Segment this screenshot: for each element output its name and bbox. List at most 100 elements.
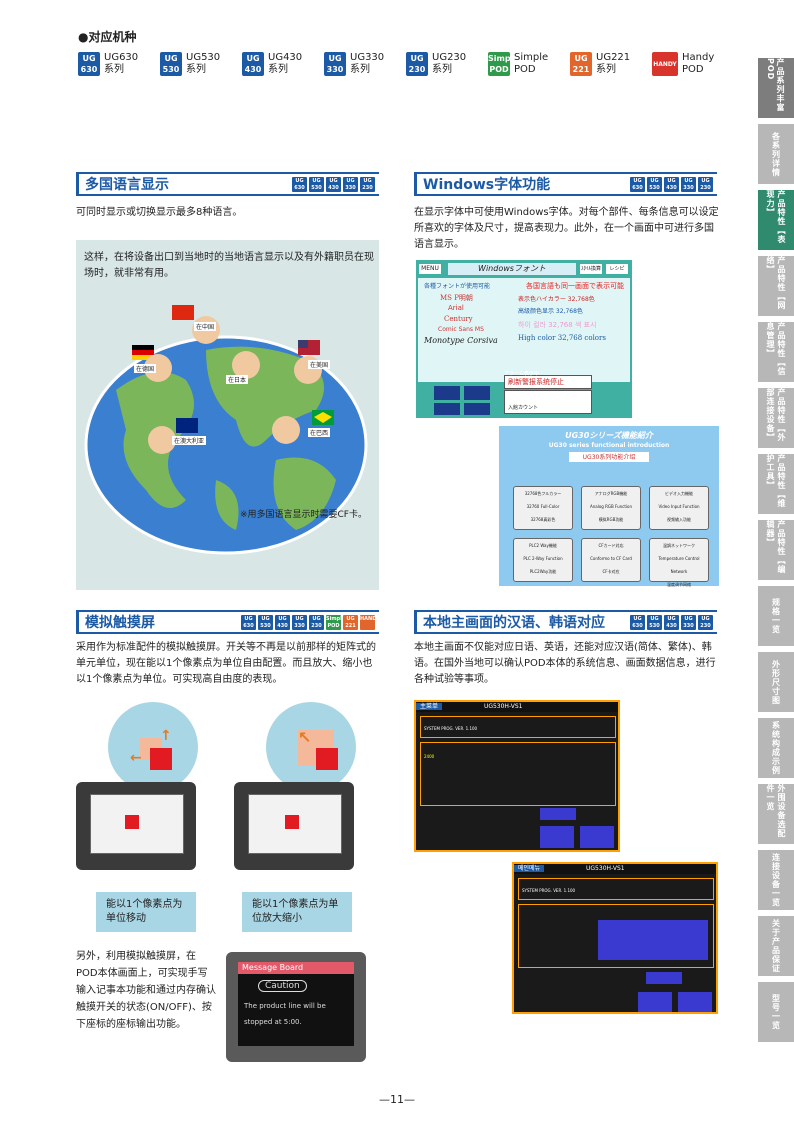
message-board-panel: Message Board Caution The product line w… <box>226 952 366 1062</box>
model-badge: UG 230 <box>360 176 375 192</box>
font-sample-area: 各種フォントが使用可能 各国言語も同一画面で表示可能 MS P明朝 Arial … <box>418 278 630 382</box>
model-badge: UG 530 <box>258 614 273 630</box>
function-button-label: Temperature Control Network <box>658 556 700 574</box>
menu-button[interactable] <box>638 992 672 1012</box>
model-badge: UG 221 <box>343 614 358 630</box>
sidebar-tab[interactable]: 产品特性【信息管理】 <box>758 322 794 382</box>
function-button-label: Analog RGB Function <box>590 504 632 509</box>
menu-button[interactable]: MENU <box>419 264 441 274</box>
font-heading2: 各国言語も同一画面で表示可能 <box>526 282 624 290</box>
model-name: UG430 <box>268 52 303 63</box>
windows-font-description: 在显示字体中可使用Windows字体。对每个部件、每条信息可以设定所喜欢的字体及… <box>414 207 719 250</box>
model-badge: UG 330 <box>292 614 307 630</box>
sidebar-tab[interactable]: 规格一览 <box>758 586 794 646</box>
lang-button[interactable] <box>464 403 490 415</box>
sidebar-tab[interactable]: 产品系列丰富 POD <box>758 58 794 118</box>
sidebar-tab[interactable]: 外形尺寸图 <box>758 652 794 712</box>
model-name: UG230 <box>432 52 467 63</box>
touch-panel-resize <box>234 782 354 870</box>
sidebar-tab[interactable]: 各系列详情 <box>758 124 794 184</box>
zoom-bubble-resize: ↖ <box>266 702 356 792</box>
callout-resize: 能以1个像素点为单位放大缩小 <box>242 892 352 932</box>
font-heading: 各種フォントが使用可能 <box>424 283 491 290</box>
badge-bottom: 330 <box>326 65 344 74</box>
menu-button[interactable] <box>678 992 712 1012</box>
badge-top: UG <box>164 54 178 63</box>
function-button-label: ビデオ入力機能 <box>665 491 693 496</box>
count-label: 入館カウント <box>508 405 539 411</box>
sidebar-tab[interactable]: 连接设备一览 <box>758 850 794 910</box>
lang-button[interactable] <box>434 386 460 400</box>
model-badge: UG 430 <box>664 176 679 192</box>
lang-button[interactable] <box>434 403 460 415</box>
sidebar-tab[interactable]: 产品特性【外部连接设备】 <box>758 388 794 448</box>
section-title: 本地主画面的汉语、韩语对应 <box>423 615 605 631</box>
sidebar-tab[interactable]: 外围设备选配件一览 <box>758 784 794 844</box>
sidebar-tab[interactable]: 产品特性【网络】 <box>758 256 794 316</box>
menu-button[interactable] <box>580 826 614 848</box>
model-badge: UG 530 <box>647 176 662 192</box>
sidebar-tab[interactable]: 产品特性【表现力】 <box>758 190 794 250</box>
arrow-diagonal-icon: ↖ <box>298 728 312 747</box>
sidebar-tab[interactable]: 关于产品保证 <box>758 916 794 976</box>
local-screen-chinese: 主菜单 UG530H-VS1 SYSTEM PROG. VER. 1.100 2… <box>414 700 620 852</box>
function-button-label: PLC2 Way機能 <box>529 543 557 548</box>
menu-button[interactable] <box>540 808 576 820</box>
color-line: 高级颜色显示 32,768色 <box>518 308 583 315</box>
model-series: 系列 <box>268 64 288 75</box>
sidebar-tab[interactable]: 系统构成示例 <box>758 718 794 778</box>
menu-button[interactable] <box>646 972 682 984</box>
section-title: Windows字体功能 <box>423 177 551 193</box>
model-badge: UG 530 <box>647 614 662 630</box>
function-button-label: 32768真彩色 <box>530 517 556 522</box>
model-series: 系列 <box>186 64 206 75</box>
zoom-bubble-move: ↑ ← <box>108 702 198 792</box>
model-series: 系列 <box>350 64 370 75</box>
style-button[interactable]: ｽﾀｲﾙ換算 <box>580 264 602 274</box>
model-badge: UG 430 <box>326 176 341 192</box>
screen-model: UG530H-VS1 <box>483 703 523 710</box>
sidebar-tab[interactable]: 型号一览 <box>758 982 794 1042</box>
baud-value: 2400 <box>424 754 435 759</box>
models-title: ●对应机种 <box>78 30 137 44</box>
sidebar-tab[interactable]: 产品特性【维护工具】 <box>758 454 794 514</box>
badge-top: UG <box>410 54 424 63</box>
alarm-label: アラーム表示中 <box>504 371 539 377</box>
font-sample: Comic Sans MS <box>438 326 484 333</box>
model-badge: UG 630 <box>630 614 645 630</box>
menu-button[interactable] <box>540 826 574 848</box>
handwriting-line: stopped at 5:00. <box>244 1018 302 1026</box>
badge-top: UG <box>246 54 260 63</box>
callout-move: 能以1个像素点为单位移动 <box>96 892 196 932</box>
touch-panel-move <box>76 782 196 870</box>
model-series: POD <box>514 64 536 75</box>
badge-bottom: 630 <box>80 65 98 74</box>
label-china: 在中国 <box>194 322 217 331</box>
sidebar-tab[interactable]: 产品特性【编辑器】 <box>758 520 794 580</box>
recipe-button[interactable]: レシピ <box>606 264 628 274</box>
lang-button[interactable] <box>464 386 490 400</box>
model-badge: UG 630 <box>630 176 645 192</box>
analog-touch-description-2: 另外，利用模拟触摸屏，在POD本体画面上，可实现手写输入记事本功能和通过内存确认… <box>76 951 216 1030</box>
function-button-label: PLC 2-Way Function <box>523 556 563 561</box>
badge-bottom: POD <box>489 65 509 74</box>
model-series: 系列 <box>596 64 616 75</box>
alarm-bar: 刷新警报系统停止 <box>504 375 592 389</box>
